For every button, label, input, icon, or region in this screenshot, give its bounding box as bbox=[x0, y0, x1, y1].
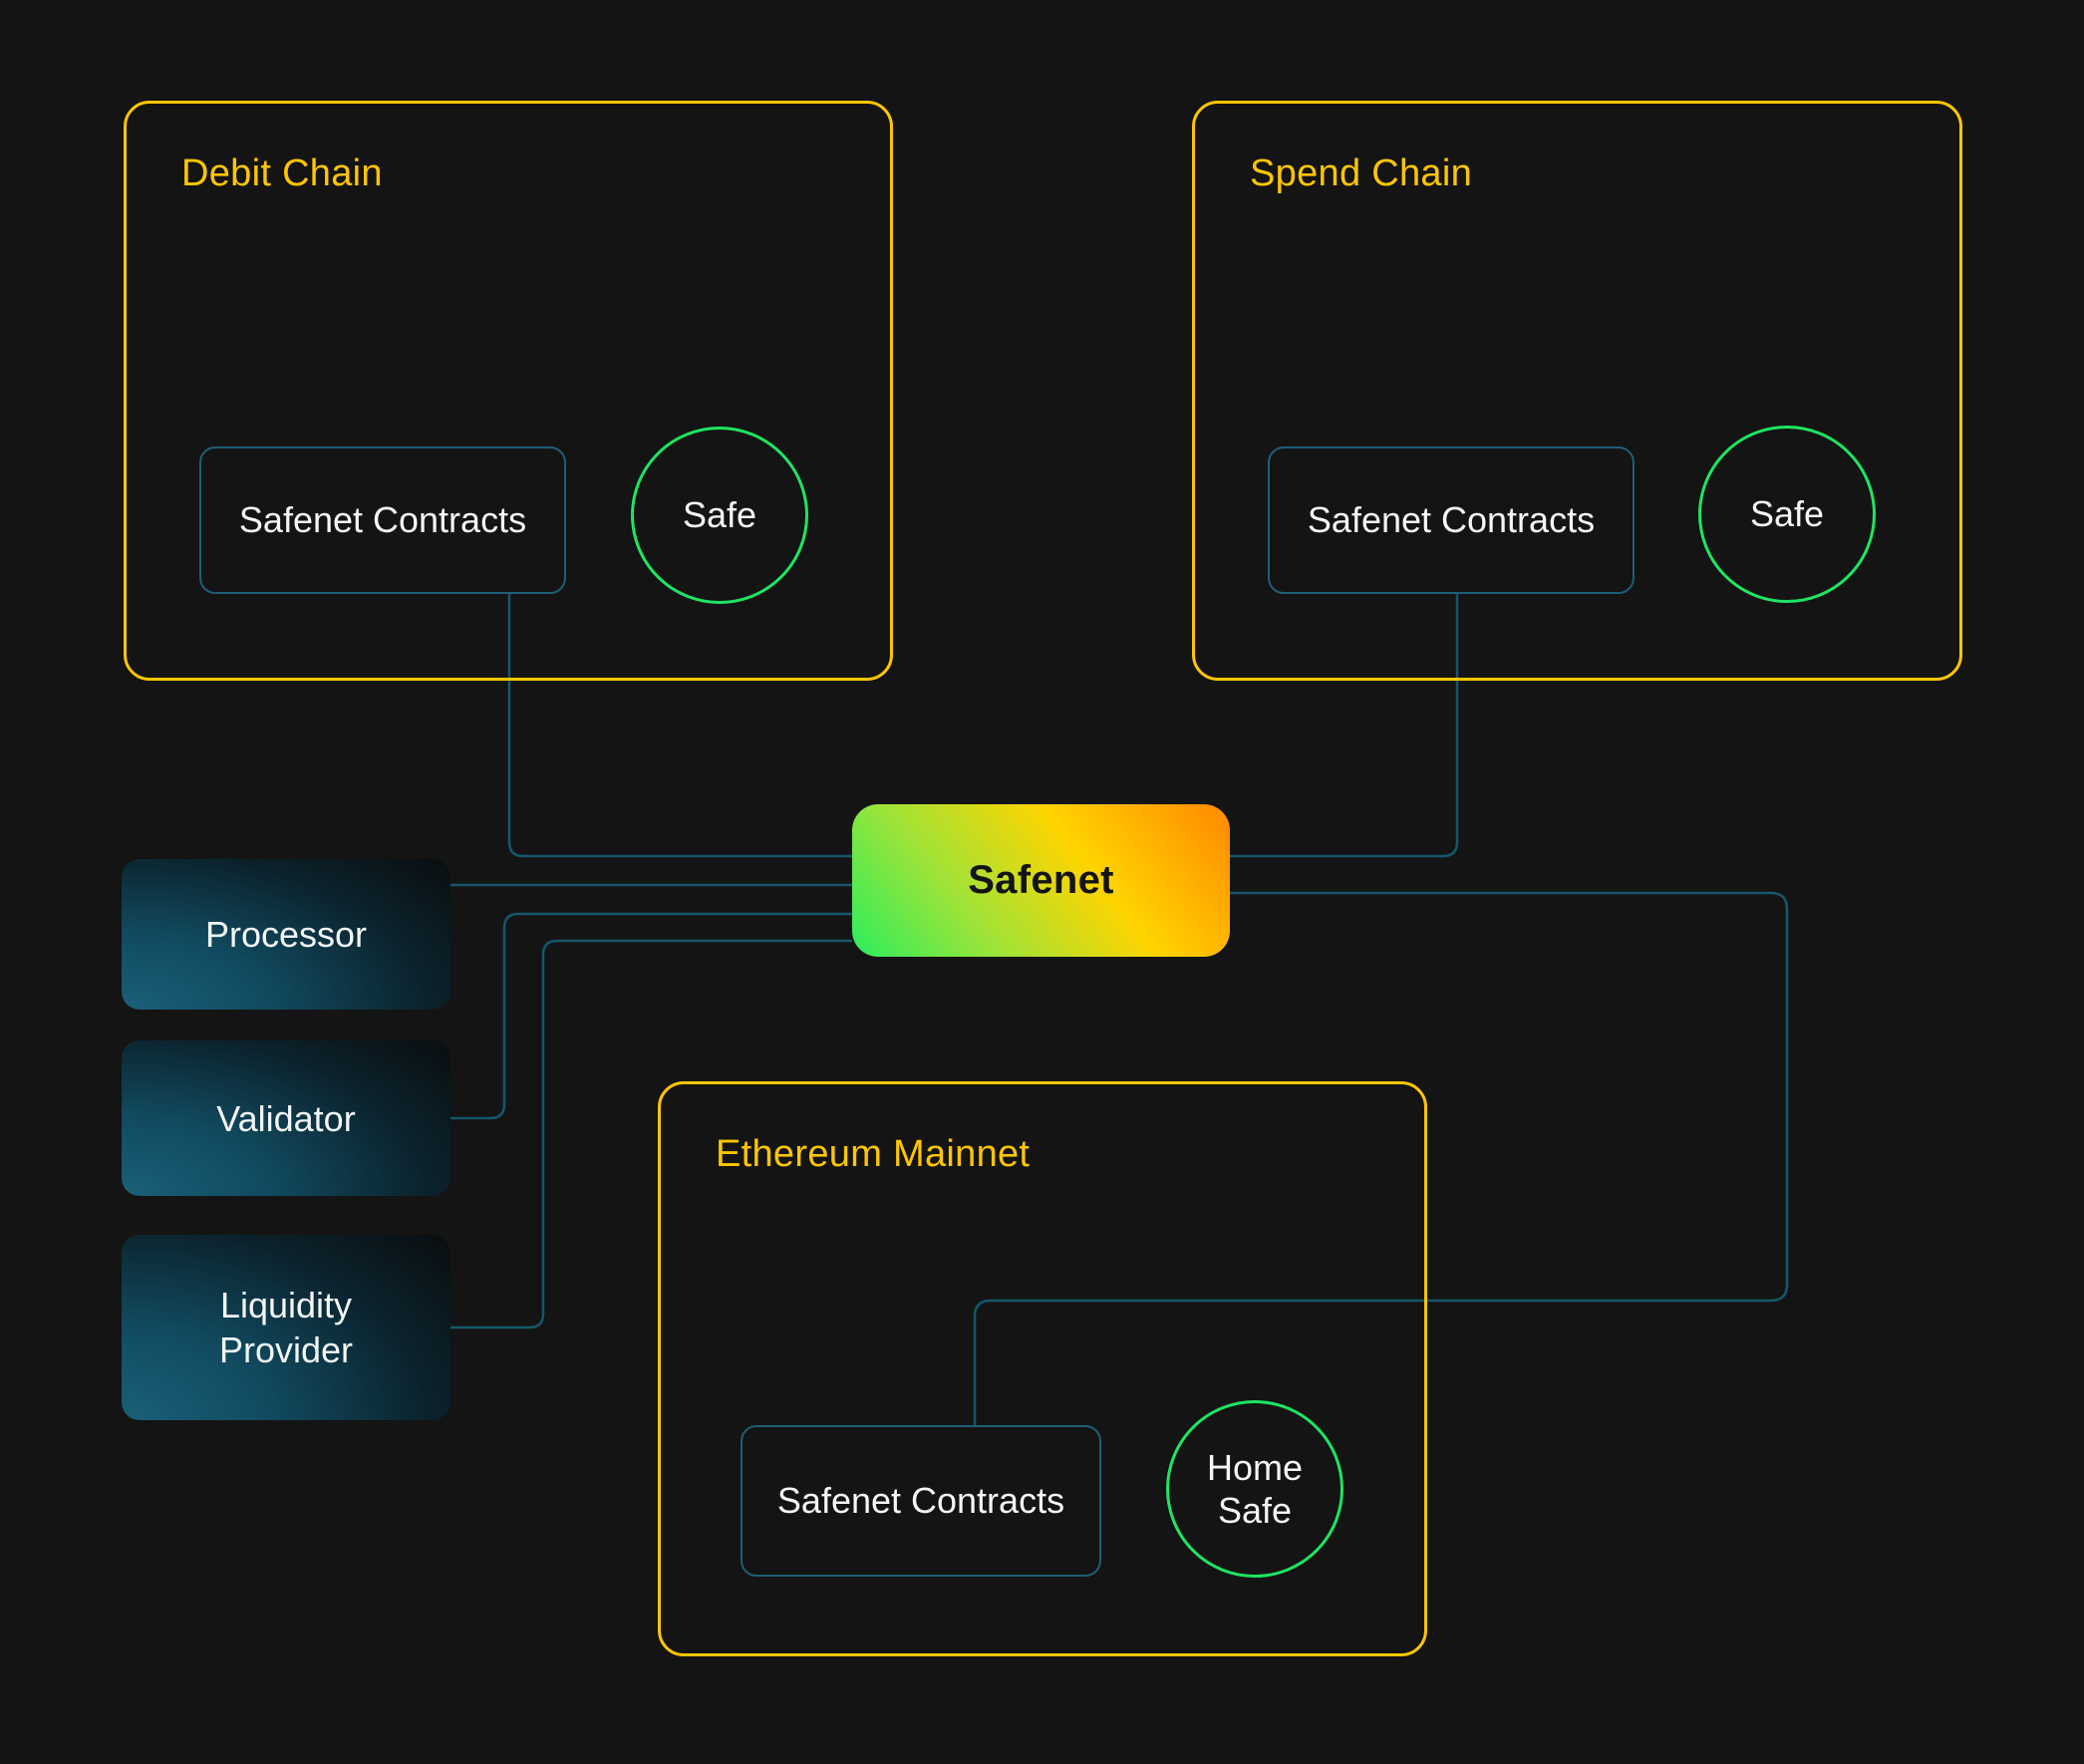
home-safe-label: Home Safe bbox=[1206, 1446, 1304, 1531]
debit-safenet-contracts-label: Safenet Contracts bbox=[238, 499, 527, 540]
safenet-hub-node: Safenet bbox=[852, 804, 1230, 957]
ethereum-mainnet-container: Ethereum Mainnet bbox=[658, 1081, 1427, 1656]
safenet-hub-label: Safenet bbox=[968, 858, 1114, 902]
debit-chain-title: Debit Chain bbox=[181, 152, 383, 194]
edge-debit-contracts-to-safenet bbox=[507, 594, 852, 858]
ethereum-safenet-contracts-node: Safenet Contracts bbox=[741, 1425, 1101, 1577]
spend-chain-title: Spend Chain bbox=[1250, 152, 1473, 194]
edge-validator-to-safenet bbox=[450, 912, 852, 1120]
validator-label: Validator bbox=[216, 1097, 356, 1139]
edge-spend-contracts-to-safenet bbox=[1230, 594, 1459, 858]
edge-safenet-to-ethereum-contracts bbox=[973, 891, 1789, 1425]
validator-node: Validator bbox=[122, 1040, 450, 1196]
debit-safe-label: Safe bbox=[682, 494, 757, 536]
liquidity-provider-node: Liquidity Provider bbox=[122, 1235, 450, 1420]
debit-safe-node: Safe bbox=[631, 427, 808, 604]
ethereum-mainnet-title: Ethereum Mainnet bbox=[716, 1133, 1031, 1175]
home-safe-node: Home Safe bbox=[1166, 1400, 1343, 1578]
edge-liquidity-provider-to-safenet bbox=[450, 939, 852, 1329]
processor-label: Processor bbox=[204, 914, 368, 955]
spend-safe-label: Safe bbox=[1749, 493, 1825, 535]
liquidity-provider-label: Liquidity Provider bbox=[218, 1285, 354, 1370]
spend-safenet-contracts-label: Safenet Contracts bbox=[1307, 499, 1596, 540]
spend-safenet-contracts-node: Safenet Contracts bbox=[1268, 446, 1635, 594]
ethereum-safenet-contracts-label: Safenet Contracts bbox=[776, 1480, 1065, 1521]
spend-chain-container: Spend Chain bbox=[1192, 101, 1962, 681]
spend-safe-node: Safe bbox=[1698, 426, 1876, 603]
debit-chain-container: Debit Chain bbox=[124, 101, 893, 681]
processor-node: Processor bbox=[122, 859, 450, 1010]
debit-safenet-contracts-node: Safenet Contracts bbox=[199, 446, 566, 594]
